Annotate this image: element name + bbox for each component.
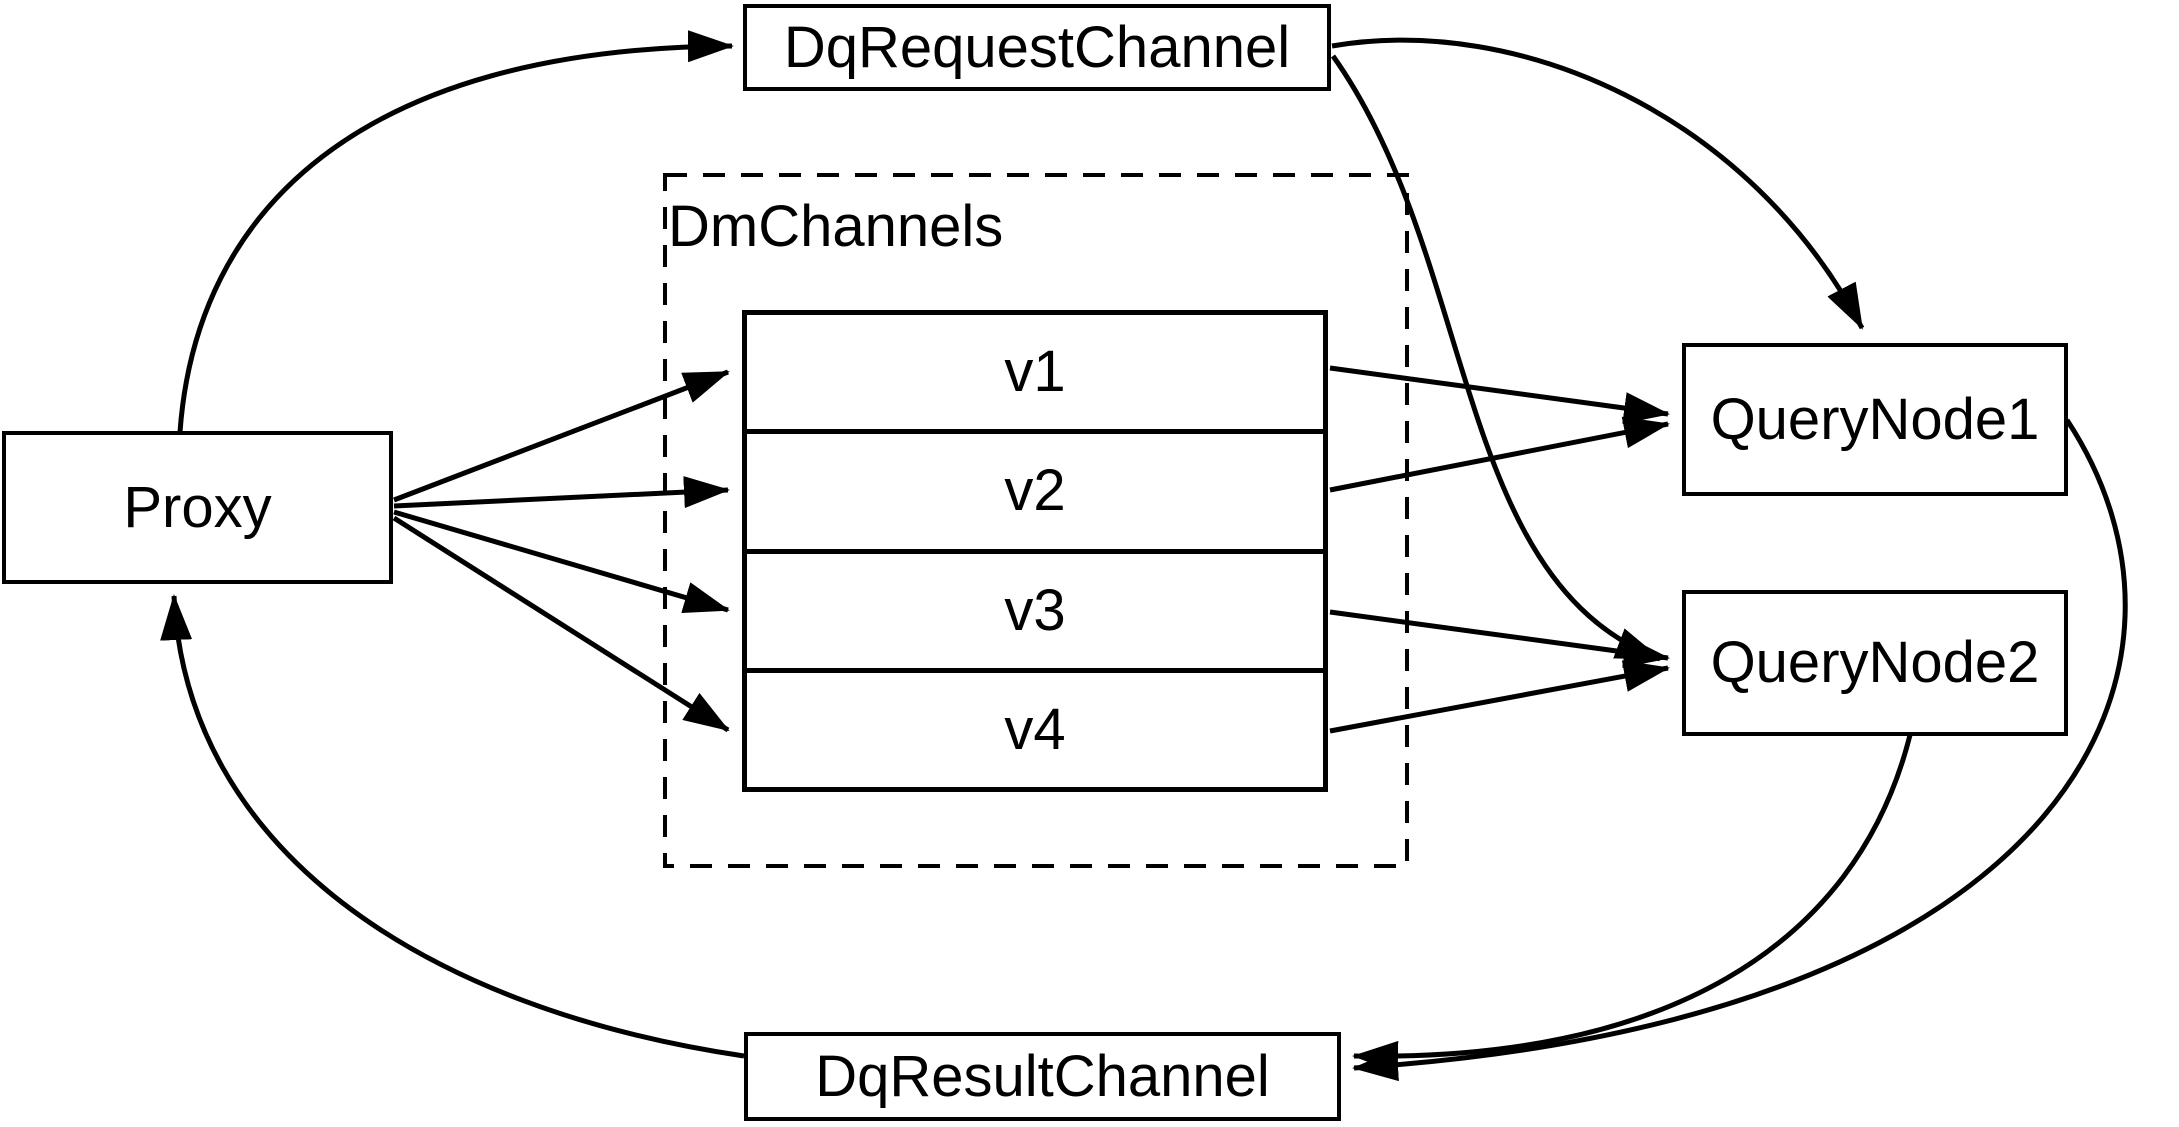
node-dq-request-channel: DqRequestChannel [743,4,1331,91]
edge-v1-to-query-node-1 [1329,365,1670,424]
node-query-node-1-label: QueryNode1 [1710,386,2040,452]
edge-proxy-to-v3 [393,509,730,613]
dm-channel-row-v2: v2 [747,429,1323,548]
node-proxy-label: Proxy [123,474,272,540]
edge-query-node-1-to-dq-result-channel [1352,418,2128,1082]
edge-dq-result-channel-to-proxy [160,594,745,1059]
node-dq-result-channel-label: DqResultChannel [815,1043,1270,1109]
edge-query-node-2-to-dq-result-channel [1352,734,1913,1073]
edge-dq-request-channel-to-query-node-2 [1330,54,1662,662]
node-query-node-2-label: QueryNode2 [1710,630,2040,695]
node-query-node-1: QueryNode1 [1682,343,2068,496]
edge-proxy-to-v4 [392,515,730,733]
node-query-node-2: QueryNode2 [1682,590,2068,736]
dm-channel-row-v1: v1 [747,315,1323,429]
edge-v4-to-query-node-2 [1329,660,1670,734]
dm-channel-row-v4-label: v4 [1004,696,1066,762]
dm-channel-row-v2-label: v2 [1004,458,1066,524]
node-proxy: Proxy [2,431,393,584]
dm-channel-row-v1-label: v1 [1004,339,1066,405]
dm-channel-row-v3-label: v3 [1004,577,1066,643]
dm-channel-row-v3: v3 [747,548,1323,668]
edge-proxy-to-dq-request-channel [177,30,734,433]
node-dq-result-channel: DqResultChannel [744,1032,1341,1121]
edge-proxy-to-v1 [393,369,730,503]
edge-dq-request-channel-to-query-node-1 [1331,37,1865,330]
edge-proxy-to-v2 [393,476,730,509]
dm-channels-group-label: DmChannels [668,194,1004,259]
node-dq-request-channel-label: DqRequestChannel [783,14,1291,80]
edge-v2-to-query-node-1 [1329,416,1670,493]
dm-channels-stack: v1 v2 v3 v4 [742,310,1328,792]
edge-v3-to-query-node-2 [1329,609,1670,668]
dm-channel-row-v4: v4 [747,667,1323,787]
